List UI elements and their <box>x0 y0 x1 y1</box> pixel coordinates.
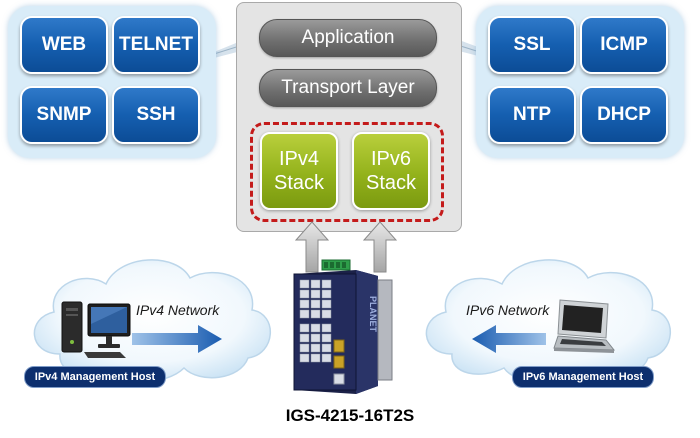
protocol-ssh: SSH <box>112 86 200 144</box>
application-layer: Application <box>259 19 437 57</box>
ipv4-stack-line1: IPv4 <box>278 148 320 170</box>
protocol-web: WEB <box>20 16 108 74</box>
protocol-snmp: SNMP <box>20 86 108 144</box>
protocol-ssl: SSL <box>488 16 576 74</box>
ipv4-stack-line2: Stack <box>273 172 325 194</box>
transport-layer: Transport Layer <box>259 69 437 107</box>
ipv6-stack-line2: Stack <box>365 172 417 194</box>
ipv6-stack-line1: IPv6 <box>370 148 412 170</box>
laptop-icon <box>553 299 616 353</box>
right-protocol-panel: SSL ICMP NTP DHCP <box>476 6 684 158</box>
ipv4-network-label: IPv4 Network <box>136 302 220 318</box>
ipv6-host-badge: IPv6 Management Host <box>512 366 654 388</box>
ipv4-host-badge: IPv4 Management Host <box>24 366 166 388</box>
protocol-telnet: TELNET <box>112 16 200 74</box>
ipv6-network-label: IPv6 Network <box>466 302 550 318</box>
protocol-icmp: ICMP <box>580 16 668 74</box>
ipv6-flow-arrow <box>472 325 546 353</box>
up-arrow-left <box>294 221 330 273</box>
ipv4-flow-arrow <box>132 325 222 353</box>
ip-stack-group-border <box>250 122 444 222</box>
device-model-label: IGS-4215-16T2S <box>285 406 415 425</box>
industrial-switch-icon: PLANET <box>293 259 393 394</box>
up-arrow-right <box>362 221 398 273</box>
desktop-computer-icon <box>61 301 131 358</box>
protocol-dhcp: DHCP <box>580 86 668 144</box>
switch-brand-text: PLANET <box>368 296 378 333</box>
protocol-ntp: NTP <box>488 86 576 144</box>
left-protocol-panel: WEB TELNET SNMP SSH <box>8 6 216 158</box>
